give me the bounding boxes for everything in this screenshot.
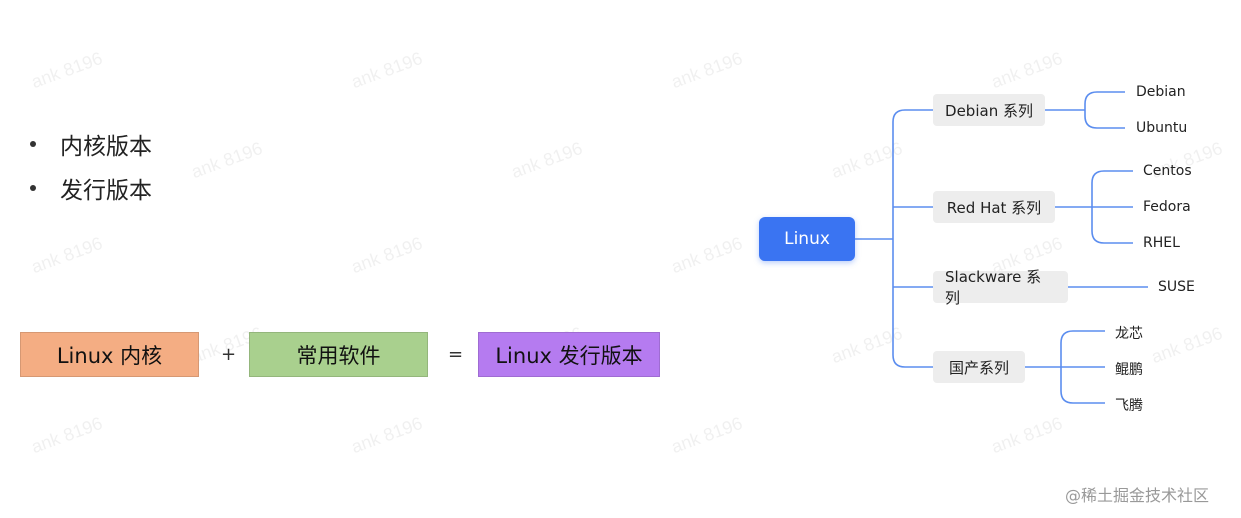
leaf-suse: SUSE [1158, 279, 1195, 295]
equals-sign: = [448, 344, 464, 365]
connector-line [1084, 91, 1125, 129]
leaf-rhel: RHEL [1143, 235, 1180, 251]
software-box: 常用软件 [249, 332, 428, 377]
distribution-box: Linux 发行版本 [478, 332, 660, 377]
leaf-phytium: 飞腾 [1115, 398, 1143, 414]
leaf-centos: Centos [1143, 163, 1192, 179]
bullet-text: 内核版本 [60, 134, 152, 160]
credit-text: @稀土掘金技术社区 [1065, 486, 1210, 505]
leaf-loongson: 龙芯 [1115, 326, 1143, 342]
leaf-kunpeng: 鲲鹏 [1115, 362, 1143, 378]
bullet-dot-icon [30, 185, 36, 191]
leaf-fedora: Fedora [1143, 199, 1191, 215]
connector-line [892, 109, 906, 368]
bullet-item: 发行版本 [30, 166, 152, 210]
mindmap-root-linux: Linux [759, 217, 855, 261]
branch-debian: Debian 系列 [933, 94, 1045, 126]
bullet-dot-icon [30, 141, 36, 147]
branch-slackware: Slackware 系列 [933, 268, 1068, 307]
kernel-box: Linux 内核 [20, 332, 199, 377]
bullet-text: 发行版本 [60, 178, 152, 204]
leaf-debian: Debian [1136, 84, 1186, 100]
bullet-list: 内核版本 发行版本 [30, 122, 152, 210]
branch-domestic: 国产系列 [933, 351, 1025, 383]
leaf-ubuntu: Ubuntu [1136, 120, 1188, 136]
bullet-item: 内核版本 [30, 122, 152, 166]
branch-redhat: Red Hat 系列 [933, 191, 1055, 223]
plus-sign: + [221, 344, 237, 365]
